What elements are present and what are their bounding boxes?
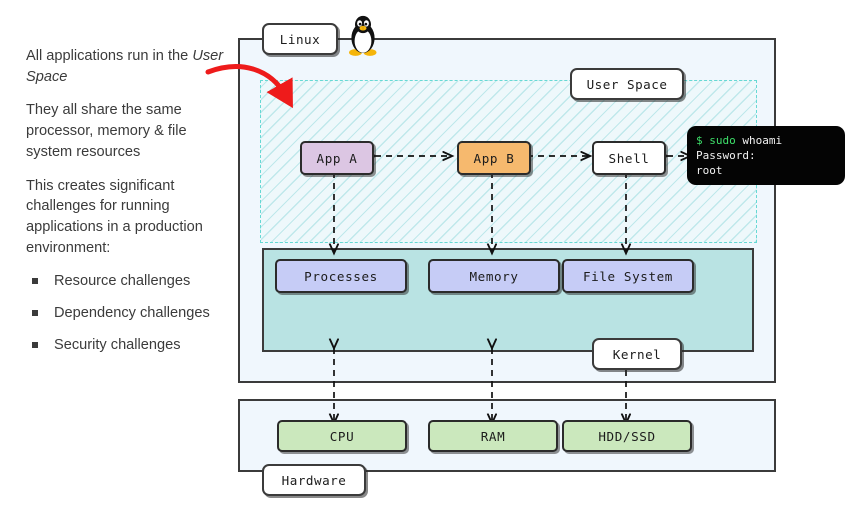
explanation-panel: All applications run in the User Space T… xyxy=(26,46,226,367)
paragraph-1-text: All applications run in the xyxy=(26,48,193,64)
terminal-prompt: $ sudo xyxy=(696,134,736,147)
terminal-command: whoami xyxy=(735,134,783,147)
node-cpu-label: CPU xyxy=(329,428,355,444)
kernel-label: Kernel xyxy=(592,338,682,370)
node-app-b[interactable]: App B xyxy=(457,141,531,175)
linux-label: Linux xyxy=(262,23,338,55)
node-shell[interactable]: Shell xyxy=(592,141,666,175)
linux-label-text: Linux xyxy=(279,31,321,47)
terminal-line-3: root xyxy=(696,164,723,178)
kernel-label-text: Kernel xyxy=(612,346,662,362)
challenge-list: Resource challenges Dependency challenge… xyxy=(26,271,226,355)
node-hdd-ssd[interactable]: HDD/SSD xyxy=(562,420,692,452)
node-file-system-label: File System xyxy=(582,268,673,284)
paragraph-2: They all share the same processor, memor… xyxy=(26,102,187,160)
node-processes-label: Processes xyxy=(304,268,378,284)
node-memory-label: Memory xyxy=(469,268,519,284)
terminal-window[interactable]: $ sudo whoami Password: root xyxy=(687,126,845,185)
list-item: Security challenges xyxy=(26,335,226,356)
user-space-label-text: User Space xyxy=(586,76,668,92)
terminal-line-2: Password: xyxy=(696,149,756,163)
node-app-b-label: App B xyxy=(473,150,515,166)
list-item: Dependency challenges xyxy=(26,303,226,324)
node-memory[interactable]: Memory xyxy=(428,259,560,293)
list-item: Resource challenges xyxy=(26,271,226,292)
paragraph-1: All applications run in the User Space xyxy=(26,46,226,87)
node-processes[interactable]: Processes xyxy=(275,259,407,293)
user-space-emphasis: User Space xyxy=(26,48,224,85)
paragraph-3: This creates significant challenges for … xyxy=(26,177,203,256)
hardware-label-text: Hardware xyxy=(281,472,347,488)
node-file-system[interactable]: File System xyxy=(562,259,694,293)
user-space-label: User Space xyxy=(570,68,684,100)
node-hdd-ssd-label: HDD/SSD xyxy=(598,428,656,444)
node-app-a-label: App A xyxy=(316,150,358,166)
node-ram-label: RAM xyxy=(480,428,506,444)
node-app-a[interactable]: App A xyxy=(300,141,374,175)
linux-penguin-icon xyxy=(349,15,377,56)
hardware-label: Hardware xyxy=(262,464,366,496)
node-ram[interactable]: RAM xyxy=(428,420,558,452)
node-cpu[interactable]: CPU xyxy=(277,420,407,452)
node-shell-label: Shell xyxy=(608,150,650,166)
